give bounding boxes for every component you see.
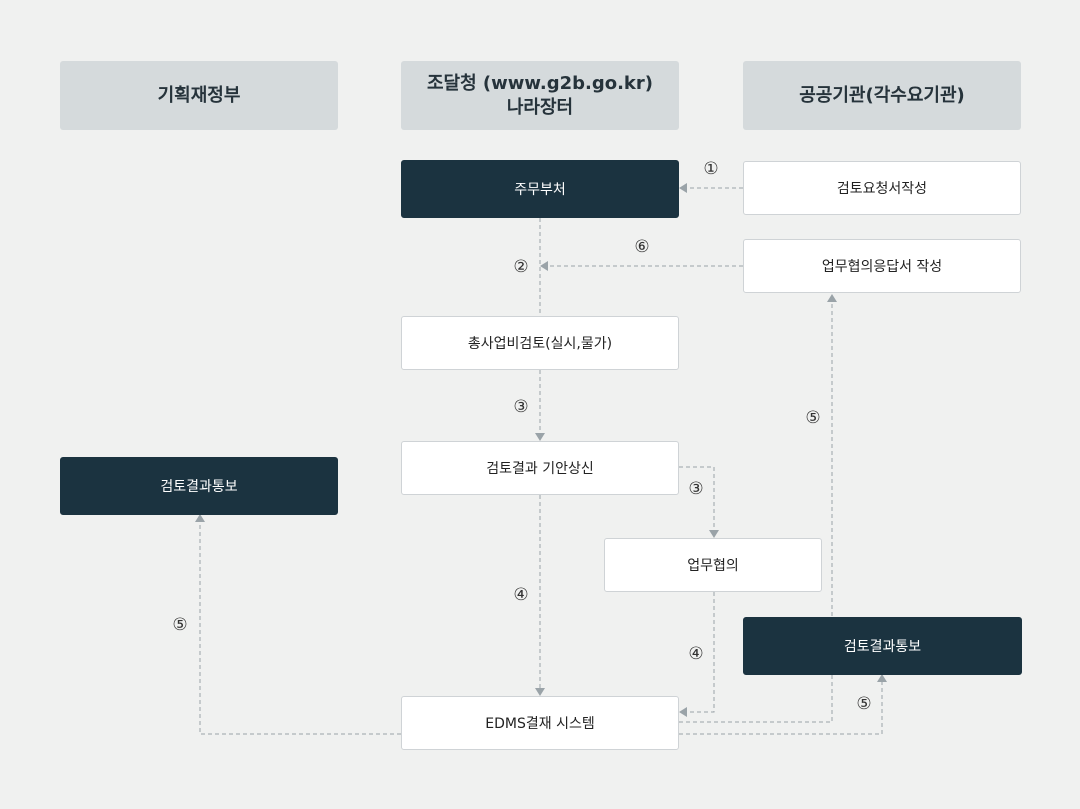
column-header-pps: 조달청 (www.g2b.go.kr) 나라장터	[401, 61, 679, 130]
column-header-pps-line2: 나라장터	[506, 96, 574, 118]
box-result-notice-mofe: 검토결과통보	[60, 457, 338, 515]
arrowhead-dept	[679, 183, 687, 193]
box-main-department-label: 주무부처	[514, 182, 566, 198]
box-review-draft-label: 검토결과 기안상신	[486, 461, 594, 477]
box-main-department: 주무부처	[401, 160, 679, 218]
arrowhead-total-draft	[535, 433, 545, 441]
arrowhead-consult	[709, 530, 719, 538]
box-result-notice-mofe-label: 검토결과통보	[160, 479, 238, 495]
box-total-cost-review-label: 총사업비검토(실시,물가)	[467, 336, 613, 352]
box-review-request-label: 검토요청서작성	[836, 181, 928, 197]
arrowhead-mofe-notice	[195, 514, 205, 522]
box-edms-system-label: EDMS결재 시스템	[485, 716, 595, 732]
column-header-public-label: 공공기관(각수요기관)	[799, 84, 965, 106]
step-marker-4b: ④	[688, 644, 704, 664]
box-total-cost-review: 총사업비검토(실시,물가)	[401, 316, 679, 370]
box-consultation-label: 업무협의	[687, 558, 739, 574]
connector-draft-to-consult	[679, 466, 715, 530]
connector-consult-to-edms	[687, 592, 715, 713]
step-marker-5-mofe: ⑤	[172, 615, 188, 635]
arrowhead-response	[827, 294, 837, 302]
step-marker-1: ①	[703, 159, 719, 179]
box-consultation: 업무협의	[604, 538, 822, 592]
column-header-mofe-label: 기획재정부	[157, 84, 241, 106]
arrowhead-step2	[540, 261, 548, 271]
box-result-notice-public: 검토결과통보	[743, 617, 1022, 675]
column-header-public: 공공기관(각수요기관)	[743, 61, 1021, 130]
step-marker-4a: ④	[513, 585, 529, 605]
step-marker-5-public: ⑤	[856, 694, 872, 714]
box-result-notice-public-label: 검토결과통보	[843, 639, 922, 655]
connector-edms-to-public-notice	[679, 682, 883, 735]
arrowhead-public-notice	[877, 674, 887, 682]
column-header-mofe: 기획재정부	[60, 61, 338, 130]
step-marker-6: ⑥	[634, 237, 650, 257]
column-header-pps-line1: 조달청 (www.g2b.go.kr)	[426, 72, 654, 94]
connector-edms-to-mofe-notice	[199, 521, 401, 735]
connector-edms-to-response	[679, 302, 833, 723]
step-marker-3a: ③	[513, 397, 529, 417]
box-consult-response-label: 업무협의응답서 작성	[821, 259, 943, 275]
arrowhead-edms-right	[679, 707, 687, 717]
step-marker-5-response: ⑤	[805, 408, 821, 428]
step-marker-2: ②	[513, 257, 529, 277]
arrowhead-edms-top	[535, 688, 545, 696]
box-review-request: 검토요청서작성	[743, 161, 1021, 215]
box-edms-system: EDMS결재 시스템	[401, 696, 679, 750]
box-consult-response: 업무협의응답서 작성	[743, 239, 1021, 293]
box-review-draft: 검토결과 기안상신	[401, 441, 679, 495]
step-marker-3b: ③	[688, 479, 704, 499]
